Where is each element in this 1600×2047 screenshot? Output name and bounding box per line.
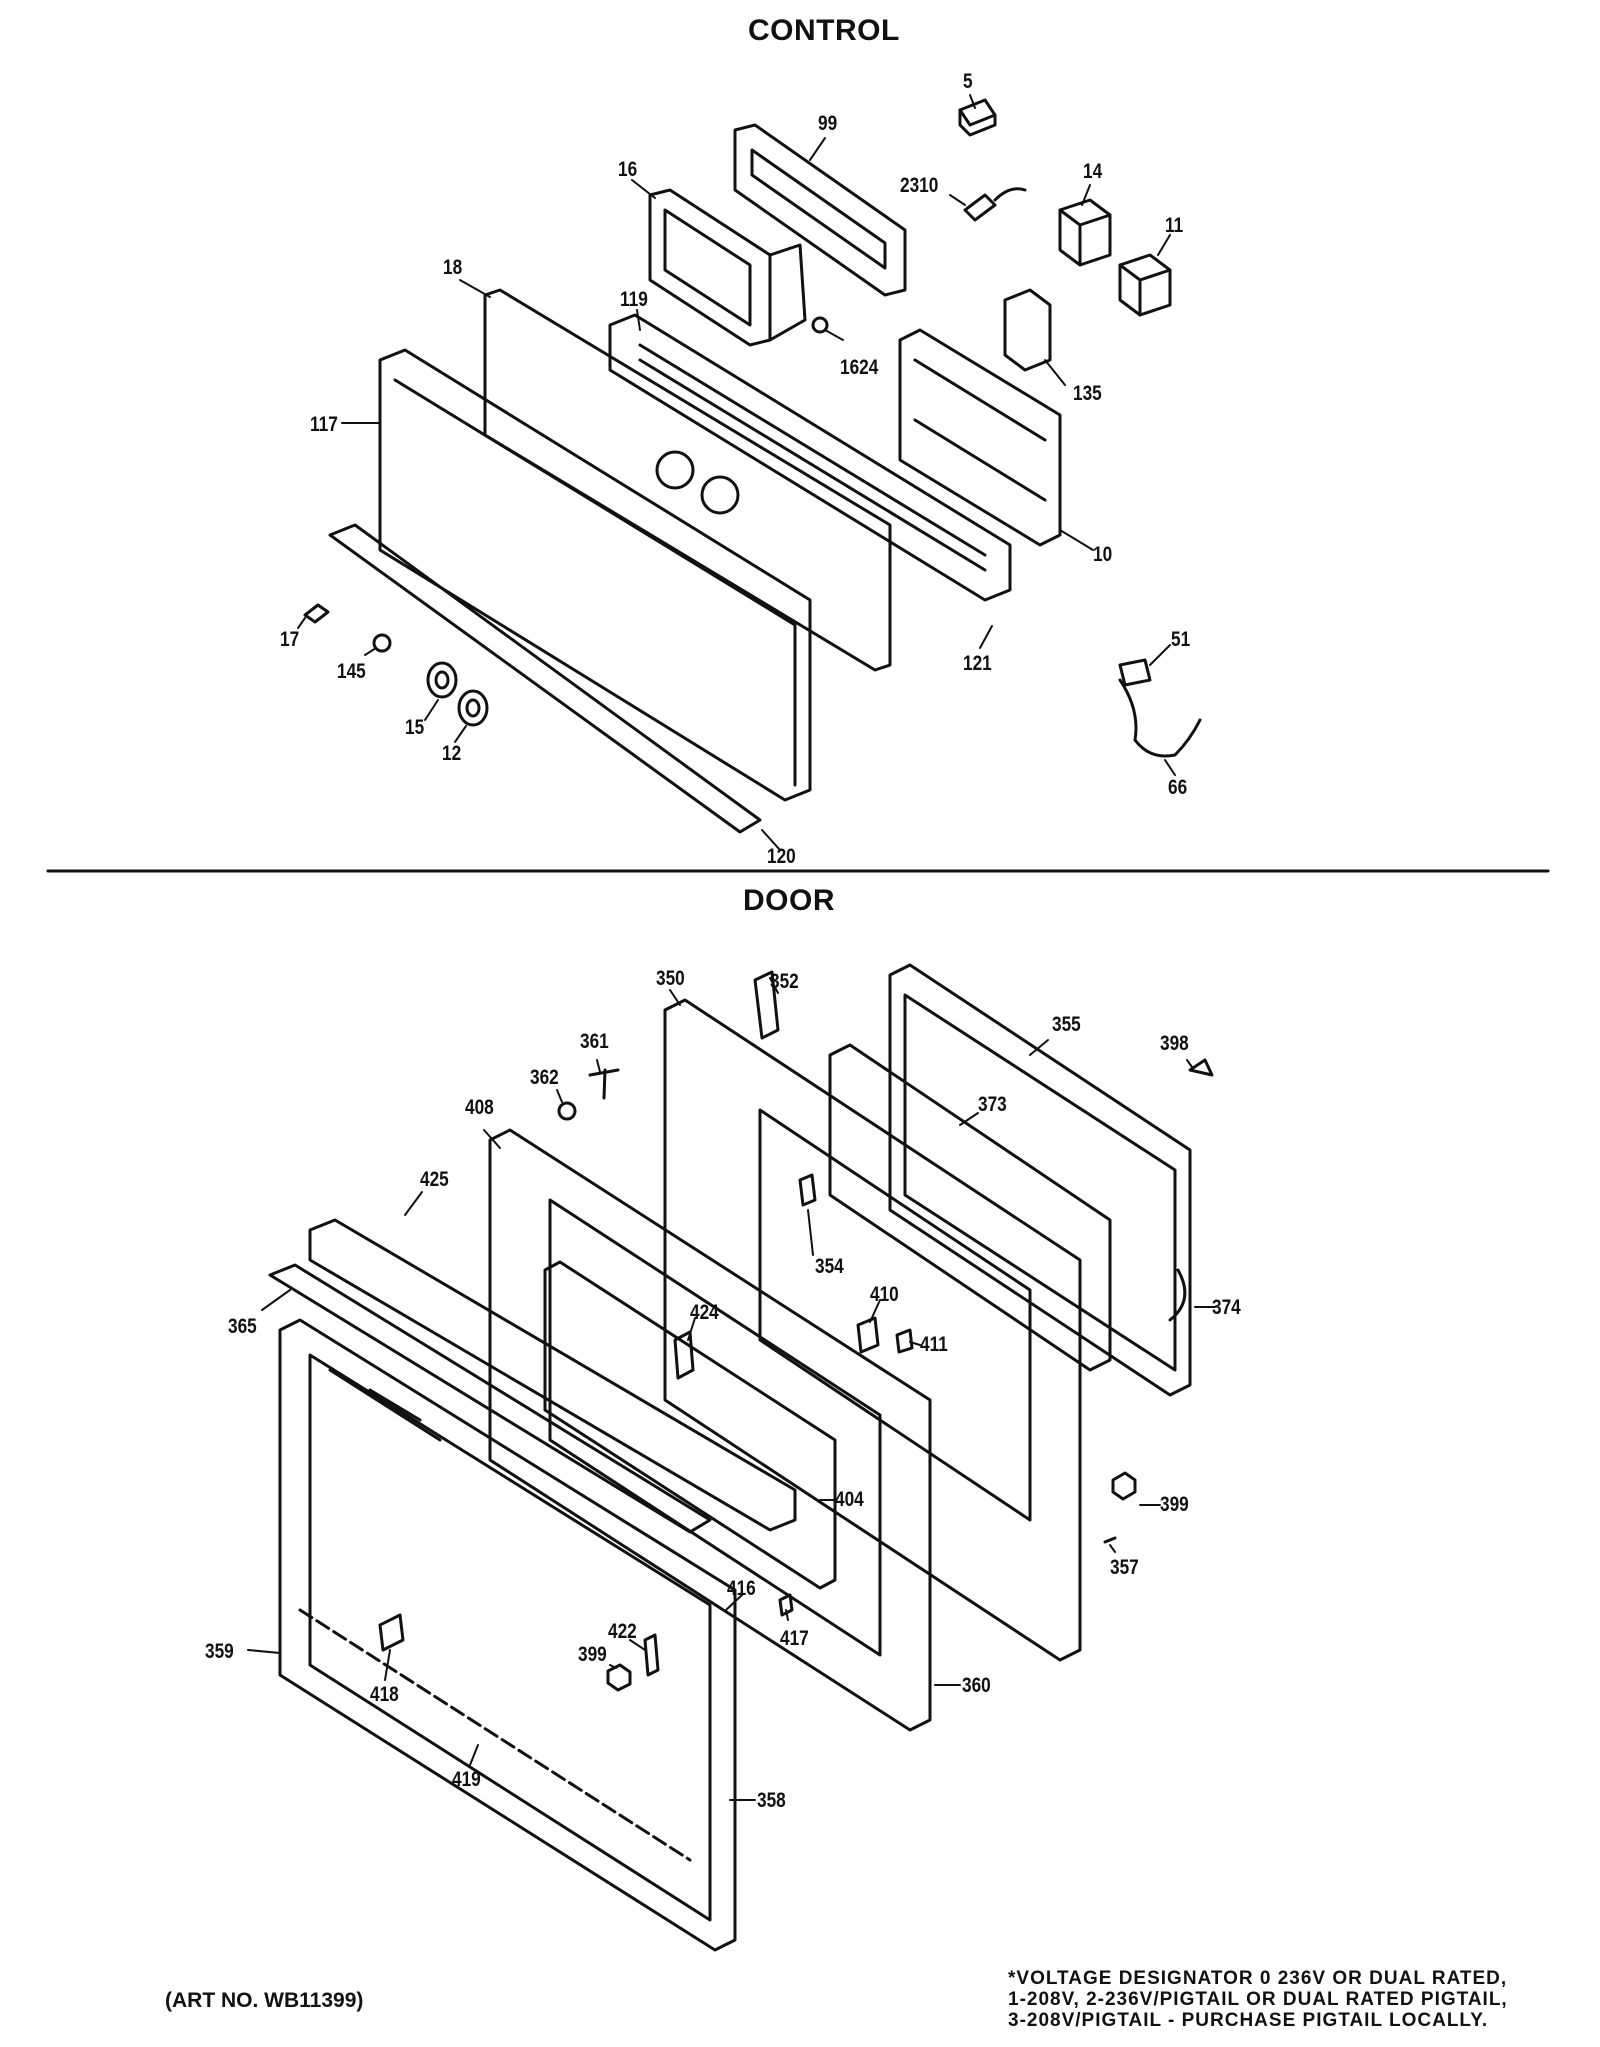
callout-399-left: 399 xyxy=(578,1643,607,1666)
callout-422: 422 xyxy=(608,1620,637,1643)
part-365-trim xyxy=(268,1263,712,1534)
note-line-1: *VOLTAGE DESIGNATOR 0 236V OR DUAL RATED… xyxy=(1008,1968,1508,1989)
callout-15: 15 xyxy=(405,716,425,739)
part-417-stop xyxy=(778,1593,794,1617)
part-399-block-left xyxy=(606,1663,632,1692)
note-line-3: 3-208V/PIGTAIL - PURCHASE PIGTAIL LOCALL… xyxy=(1008,2010,1489,2031)
part-357-screw xyxy=(1103,1536,1117,1544)
callout-361: 361 xyxy=(580,1030,609,1053)
callout-11: 11 xyxy=(1165,214,1184,237)
part-358-frame xyxy=(278,1318,737,1952)
callout-358: 358 xyxy=(757,1789,786,1812)
callout-399-right: 399 xyxy=(1160,1493,1189,1516)
callout-350: 350 xyxy=(656,967,685,990)
part-145-nut xyxy=(372,633,392,653)
art-number: (ART NO. WB11399) xyxy=(165,1989,364,2012)
part-374-gasket xyxy=(1168,1268,1187,1322)
part-117-frame xyxy=(378,348,812,802)
callout-119: 119 xyxy=(620,288,648,311)
callout-352: 352 xyxy=(770,970,799,993)
part-5-switch xyxy=(958,98,997,137)
part-11-thermostat xyxy=(1118,253,1172,317)
callout-354: 354 xyxy=(815,1255,844,1278)
callout-365: 365 xyxy=(228,1315,257,1338)
part-373-insulation xyxy=(828,1043,1112,1372)
callout-135: 135 xyxy=(1073,382,1102,405)
part-361-screw xyxy=(588,1068,620,1100)
callout-16: 16 xyxy=(618,158,638,181)
callout-357: 357 xyxy=(1110,1556,1139,1579)
part-419-strip xyxy=(298,1608,692,1862)
part-66-harness xyxy=(1118,658,1202,758)
callout-362: 362 xyxy=(530,1066,559,1089)
callout-360: 360 xyxy=(962,1674,991,1697)
callout-14: 14 xyxy=(1083,160,1103,183)
callout-120: 120 xyxy=(767,845,796,868)
callout-374: 374 xyxy=(1212,1296,1241,1319)
part-425-handle xyxy=(308,1218,797,1532)
callout-145: 145 xyxy=(337,660,366,683)
part-424-bracket xyxy=(673,1330,695,1380)
callout-425: 425 xyxy=(420,1168,449,1191)
part-350-liner xyxy=(663,998,1082,1662)
callout-410: 410 xyxy=(870,1283,899,1306)
callout-17: 17 xyxy=(280,628,300,651)
voltage-designator-note: *VOLTAGE DESIGNATOR 0 236V OR DUAL RATED… xyxy=(1008,1968,1508,2031)
part-135-plate xyxy=(1003,288,1052,372)
callout-417: 417 xyxy=(780,1627,809,1650)
callout-418: 418 xyxy=(370,1683,399,1706)
control-section-title: CONTROL xyxy=(748,14,900,47)
part-408-inner-door xyxy=(488,1128,932,1732)
part-399-block-right xyxy=(1111,1471,1137,1501)
callout-404: 404 xyxy=(835,1488,864,1511)
callout-51: 51 xyxy=(1171,628,1191,651)
part-16-clock xyxy=(648,188,807,347)
callout-355: 355 xyxy=(1052,1013,1081,1036)
part-12-knob xyxy=(457,689,489,727)
note-line-2: 1-208V, 2-236V/PIGTAIL OR DUAL RATED PIG… xyxy=(1008,1989,1508,2010)
part-418-clip xyxy=(378,1613,405,1652)
part-2310-lamp xyxy=(963,187,1027,222)
callout-408: 408 xyxy=(465,1096,494,1119)
part-120-strip xyxy=(328,523,762,834)
callout-12: 12 xyxy=(442,742,462,765)
part-14-motor xyxy=(1058,198,1112,267)
part-1624-nut xyxy=(811,316,829,334)
callout-411: 411 xyxy=(920,1333,948,1356)
part-352-clip xyxy=(753,970,780,1040)
part-362-washer xyxy=(557,1101,577,1121)
callout-419: 419 xyxy=(452,1768,481,1791)
callout-10: 10 xyxy=(1093,543,1113,566)
callout-1624: 1624 xyxy=(840,356,879,379)
callout-99: 99 xyxy=(818,112,838,135)
part-99-bracket xyxy=(733,123,907,297)
callout-424: 424 xyxy=(690,1301,719,1324)
callout-117: 117 xyxy=(310,413,338,436)
part-119-terminal-block xyxy=(608,313,1012,602)
callout-359: 359 xyxy=(205,1640,234,1663)
part-398-bumper xyxy=(1188,1058,1214,1077)
part-411-clip xyxy=(895,1328,914,1354)
part-355-panel xyxy=(888,963,1192,1397)
part-410-hinge xyxy=(856,1316,880,1354)
part-354-clip xyxy=(798,1173,817,1207)
part-404-glass xyxy=(543,1260,837,1590)
callout-416: 416 xyxy=(727,1577,756,1600)
callout-121: 121 xyxy=(963,652,992,675)
callout-2310: 2310 xyxy=(900,174,939,197)
part-15-knob xyxy=(426,661,458,699)
door-section-title: DOOR xyxy=(743,884,835,917)
part-17-lamp xyxy=(303,603,330,624)
callout-373: 373 xyxy=(978,1093,1007,1116)
part-422-bracket xyxy=(643,1633,660,1677)
callout-66: 66 xyxy=(1168,776,1188,799)
callout-5: 5 xyxy=(963,70,973,93)
part-10-bracket xyxy=(898,328,1062,547)
callout-18: 18 xyxy=(443,256,463,279)
callout-398: 398 xyxy=(1160,1032,1189,1055)
